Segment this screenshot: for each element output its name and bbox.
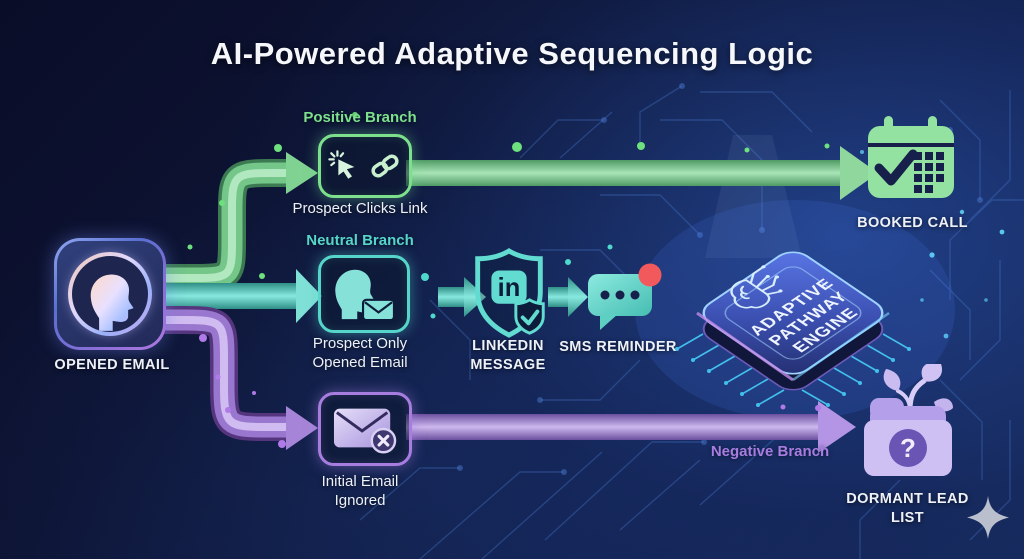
neutral-arrow-2: [548, 277, 588, 317]
initial-email-ignored-box: [318, 392, 412, 466]
dormant-lead-list-label: DORMANT LEAD LIST: [846, 491, 969, 526]
negative-branch-connector: [158, 306, 318, 450]
negative-branch-label: Negative Branch: [710, 443, 830, 460]
opened-email-inner: [57, 241, 163, 347]
opened-email-label: OPENED EMAIL: [54, 357, 170, 373]
dormant-folder-icon: ?: [864, 364, 953, 476]
sms-reminder-label: SMS REMINDER: [559, 339, 677, 355]
chip-pins: [675, 333, 911, 407]
booked-call-label: BOOKED CALL: [857, 215, 968, 231]
page-title: AI-Powered Adaptive Sequencing Logic: [210, 36, 814, 71]
email-ignored-icon: [333, 408, 397, 454]
positive-band: [406, 146, 878, 200]
negative-arrowhead: [286, 406, 318, 450]
avatar: [72, 256, 148, 332]
sms-bubble-icon: [588, 263, 662, 330]
neutral-arrow-1: [438, 277, 486, 317]
neutral-branch-label: Neutral Branch: [306, 232, 414, 249]
neutral-branch-connector: [158, 269, 322, 323]
glow-dots: [187, 112, 830, 448]
link-icon: [371, 154, 399, 178]
prospect-clicks-link-box: [318, 134, 412, 198]
positive-branch-label: Positive Branch: [303, 109, 417, 126]
cursor-click-icon: [328, 150, 355, 179]
linkedin-shield-icon: in: [475, 248, 545, 338]
opened-email-node: [54, 238, 166, 350]
prospect-only-opened-label: Prospect Only Opened Email: [312, 335, 408, 372]
negative-band: [406, 401, 856, 453]
positive-branch-connector: [158, 152, 318, 292]
notification-dot: [638, 263, 662, 287]
head-and-mail-icon: [335, 269, 396, 322]
question-mark-glyph: ?: [900, 433, 916, 463]
linkedin-badge-text: in: [498, 274, 521, 302]
positive-arrowhead: [286, 152, 318, 194]
adaptive-engine-chip: ADAPTIVE PATHWAY ENGINE: [675, 251, 911, 407]
linkedin-message-label: LINKEDIN MESSAGE: [470, 338, 546, 373]
check-icon: [520, 309, 540, 326]
calendar-icon: [868, 116, 954, 198]
prospect-clicks-link-label: Prospect Clicks Link: [292, 200, 428, 217]
initial-email-ignored-label: Initial Email Ignored: [321, 473, 399, 510]
brain-circuit-icon: [730, 265, 783, 309]
prospect-only-opened-box: [318, 255, 410, 333]
avatar-ring: [68, 252, 152, 336]
head-profile-icon: [90, 274, 134, 331]
sparkle-icon: [967, 496, 1009, 539]
